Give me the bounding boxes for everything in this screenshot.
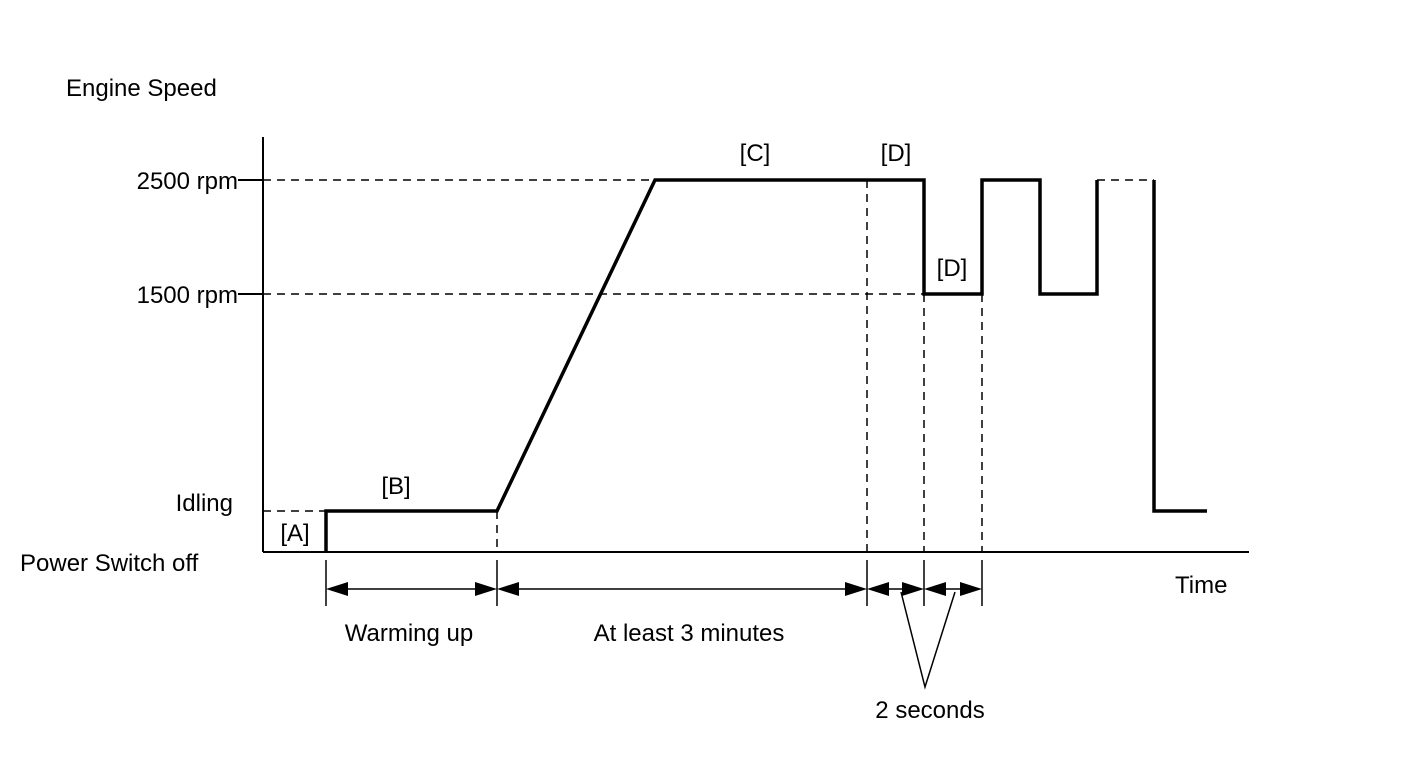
level-1500-label: 1500 rpm	[137, 282, 238, 309]
phase-c-label: [C]	[740, 140, 771, 167]
two-seconds-callout	[900, 591, 956, 690]
level-2500-label: 2500 rpm	[137, 168, 238, 195]
phase-b-label: [B]	[381, 473, 410, 500]
phase-d-high-label: [D]	[881, 140, 912, 167]
arrow-at-least	[497, 582, 867, 596]
phase-a-label: [A]	[280, 520, 309, 547]
y-axis-title: Engine Speed	[66, 75, 217, 102]
engine-speed-profile-end	[1152, 180, 1207, 513]
phase-d-low-label: [D]	[937, 255, 968, 282]
duration-warming-up-label: Warming up	[345, 620, 473, 647]
duration-two-seconds-label: 2 seconds	[875, 697, 984, 724]
level-idling-label: Idling	[176, 490, 233, 517]
level-off-label: Power Switch off	[20, 550, 199, 577]
duration-at-least-label: At least 3 minutes	[594, 620, 785, 647]
engine-speed-profile	[324, 178, 1099, 552]
arrow-2sec-first	[867, 582, 924, 596]
arrow-2sec-second	[924, 582, 982, 596]
arrow-warming-up	[326, 582, 497, 596]
x-axis-title: Time	[1175, 572, 1227, 599]
